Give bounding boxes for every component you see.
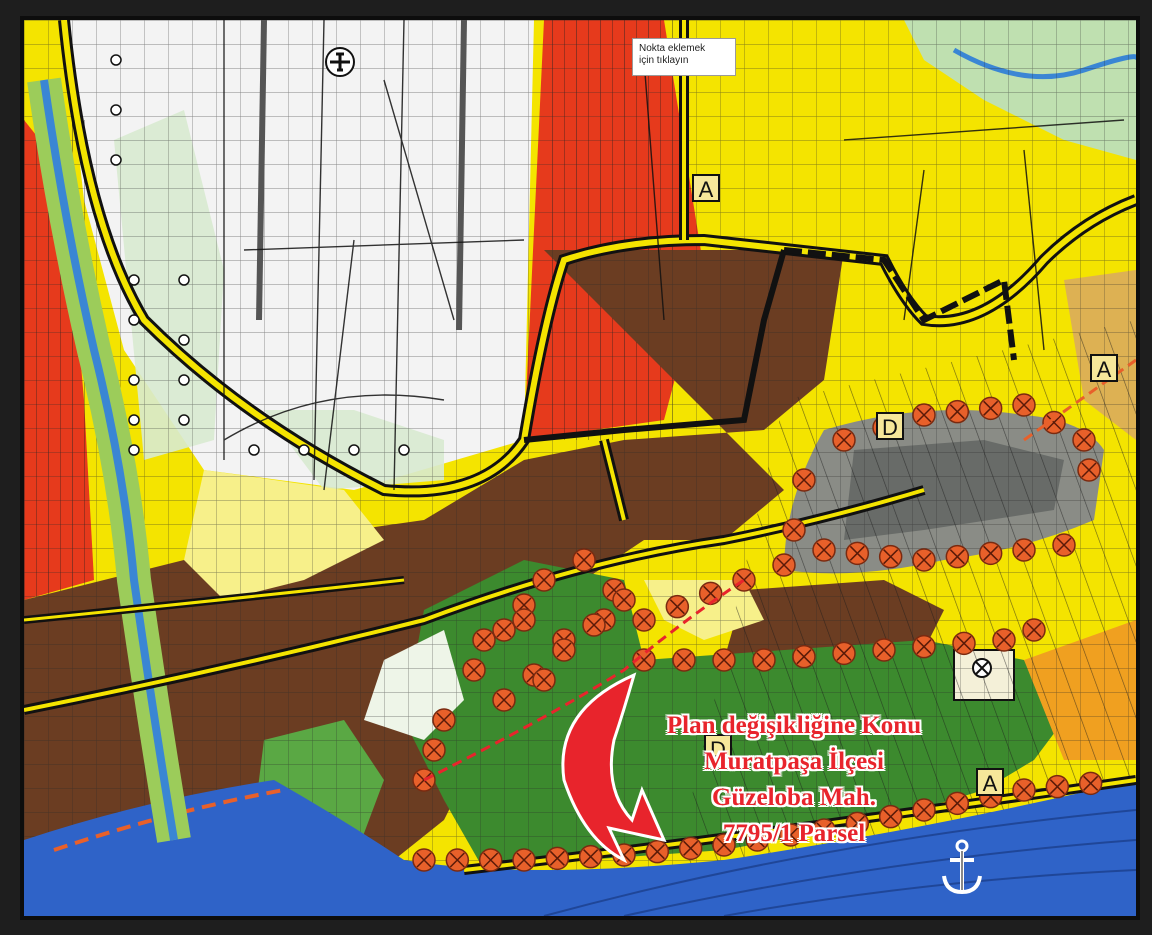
boundary-marker [1012, 538, 1036, 562]
diagonal-hatch-east [664, 320, 1136, 916]
sea-area [24, 780, 1136, 916]
boundary-marker [512, 608, 536, 632]
boundary-marker [752, 648, 776, 672]
boundary-marker [665, 594, 690, 619]
airport-icon [325, 47, 355, 77]
boundary-marker [1052, 533, 1076, 557]
boundary-marker [1022, 618, 1046, 642]
boundary-marker [945, 544, 970, 569]
boundary-marker [445, 848, 470, 872]
boundary-marker [912, 634, 936, 659]
boundary-marker [952, 631, 976, 656]
boundary-marker [1072, 428, 1096, 452]
zone-label-a-east: A [1090, 354, 1118, 382]
boundary-marker [582, 613, 606, 637]
anchor-icon [942, 839, 982, 895]
boundary-marker [422, 738, 446, 762]
boundary-marker [545, 846, 570, 871]
zone-label-a-north: A [692, 174, 720, 202]
boundary-marker [1012, 393, 1036, 417]
annotation-line-2: Muratpaşa İlçesi [704, 748, 884, 775]
plan-boundary-east [783, 247, 1017, 361]
boundary-marker [878, 804, 903, 829]
plan-change-arrow [561, 672, 667, 864]
boundary-marker [672, 648, 696, 672]
boundary-marker [1078, 771, 1103, 796]
boundary-marker [1042, 410, 1066, 435]
boundary-marker [782, 518, 806, 542]
boundary-marker [832, 641, 856, 666]
boundary-marker [478, 848, 503, 872]
boundary-marker [745, 828, 770, 852]
boundary-marker [792, 468, 816, 492]
boundary-marker [832, 428, 856, 452]
boundary-marker [772, 553, 796, 577]
boundary-marker [532, 568, 556, 592]
boundary-marker [912, 403, 936, 427]
boundary-marker [412, 848, 436, 872]
boundary-marker [732, 568, 756, 592]
boundary-marker [912, 798, 936, 822]
boundary-marker [462, 658, 486, 682]
zoning-map[interactable] [24, 20, 1136, 916]
map-viewport[interactable]: A A A D D Nokta eklemek için tıklayın Pl… [20, 16, 1140, 920]
boundary-marker [612, 588, 636, 612]
boundary-marker [978, 541, 1003, 566]
zone-label-a-coast: A [976, 768, 1004, 796]
boundary-marker [578, 844, 603, 869]
boundary-marker [645, 839, 670, 864]
cadastral-lines [223, 20, 1125, 491]
boundary-marker [712, 833, 736, 857]
boundary-marker [632, 608, 656, 632]
boundary-marker [778, 823, 803, 847]
boundary-marker [492, 618, 516, 642]
zone-label-d-settlement: D [876, 412, 904, 440]
boundary-marker [845, 811, 870, 836]
river-west [40, 79, 178, 841]
boundary-marker [552, 638, 576, 662]
annotation-line-3: Güzeloba Mah. [712, 784, 876, 811]
boundary-marker [512, 848, 536, 872]
plan-boundary-center [523, 249, 787, 443]
boundary-marker [472, 628, 496, 652]
boundary-marker [1045, 774, 1070, 799]
boundary-marker [878, 544, 903, 569]
boundary-marker [792, 644, 816, 669]
boundary-marker [532, 668, 556, 692]
zone-label-d-coast: D [704, 734, 732, 762]
add-point-tooltip: Nokta eklemek için tıklayın [632, 38, 736, 76]
boundary-marker [945, 791, 970, 816]
boundary-marker [678, 836, 703, 861]
annotation-line-1: Plan değişikliğine Konu [666, 712, 922, 739]
annotation-line-4: 7795/1 Parsel [722, 820, 866, 847]
boundary-marker [492, 688, 516, 712]
boundary-marker [572, 548, 596, 572]
boundary-marker [698, 581, 723, 606]
boundary-marker [992, 628, 1016, 652]
boundary-marker [978, 396, 1003, 421]
tooltip-line-1: Nokta eklemek [639, 43, 706, 54]
plan-change-annotation: Plan değişikliğine Konu Muratpaşa İlçesi… [604, 708, 984, 852]
sea-contour-3 [723, 869, 1136, 916]
boundary-marker [912, 548, 936, 572]
boundary-marker [1012, 778, 1036, 802]
boundary-marker [872, 638, 896, 662]
boundary-marker [945, 399, 970, 424]
boundary-marker [812, 818, 836, 842]
sea-contour-1 [543, 809, 1136, 916]
boundary-marker [812, 538, 836, 562]
crossed-circle-icon [972, 658, 992, 678]
boundary-marker [432, 708, 456, 732]
tooltip-line-2: için tıklayın [639, 55, 689, 66]
boundary-marker [712, 648, 736, 672]
survey-points [110, 54, 410, 456]
sea-contour-2 [623, 839, 1136, 916]
boundary-marker [1077, 458, 1101, 482]
boundary-marker [845, 541, 870, 566]
boundary-marker [632, 648, 656, 672]
plan-change-line [423, 578, 745, 782]
